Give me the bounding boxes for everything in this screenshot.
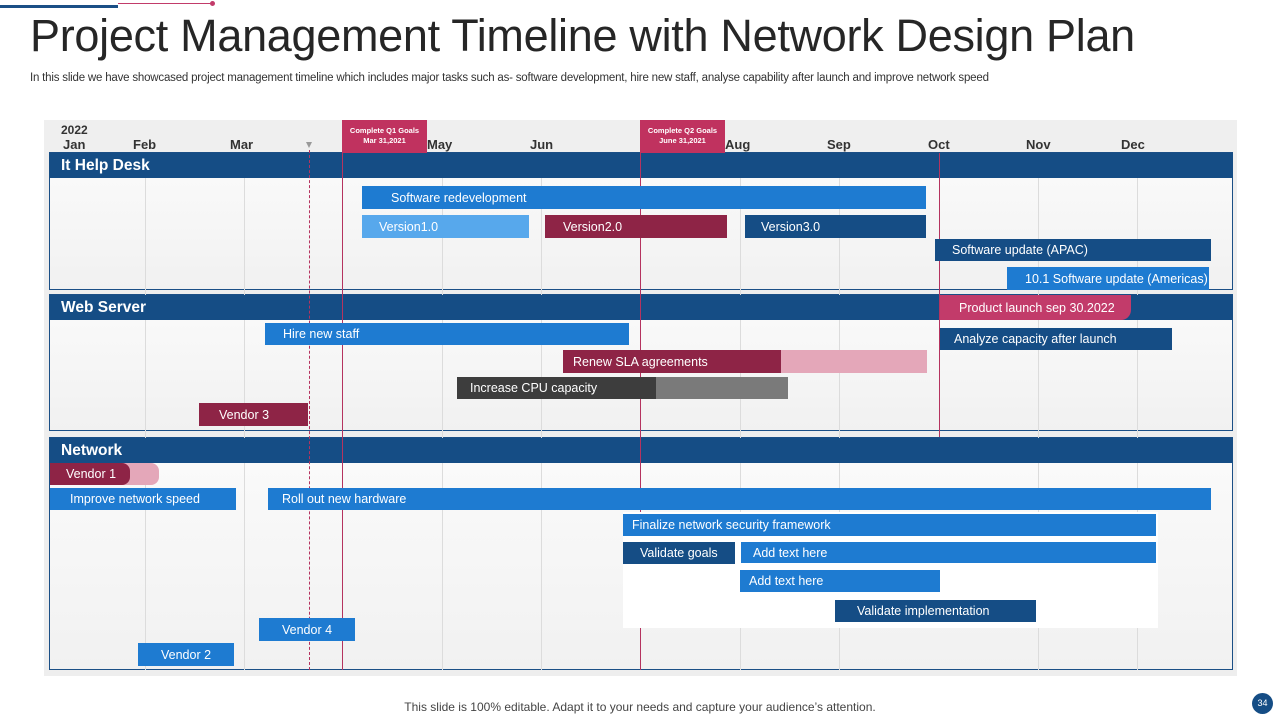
task-bar[interactable]: Validate goals — [623, 542, 735, 564]
month-nov: Nov — [1026, 137, 1051, 152]
task-track-cpu: Increase CPU capacity — [457, 377, 788, 399]
task-bar[interactable]: Software redevelopment — [362, 186, 926, 209]
task-bar[interactable]: Vendor 2 — [138, 643, 234, 666]
month-mar: Mar — [230, 137, 254, 152]
month-feb: Feb — [133, 137, 157, 152]
task-track-renew-sla: Renew SLA agreements — [563, 350, 927, 373]
page-number-badge: 34 — [1252, 693, 1273, 714]
month-dec: Dec — [1121, 137, 1145, 152]
milestone-line-q1 — [342, 153, 343, 670]
launch-milestone-label[interactable]: Product launch sep 30.2022 — [940, 295, 1131, 320]
month-may: May — [427, 137, 453, 152]
task-bar[interactable]: Hire new staff — [265, 323, 629, 345]
section-header-it-help-desk: It Help Desk — [49, 153, 1233, 178]
milestone-q1-title: Complete Q1 Goals — [349, 126, 420, 135]
gridline-jun — [541, 154, 542, 670]
slide-title: Project Management Timeline with Network… — [30, 10, 1135, 61]
gridline-nov — [1038, 154, 1039, 670]
gridline-aug — [740, 154, 741, 670]
task-bar[interactable]: Version3.0 — [745, 215, 926, 238]
task-bar[interactable]: Vendor 4 — [259, 618, 355, 641]
down-triangle-icon — [306, 142, 312, 148]
today-marker-line — [309, 150, 310, 670]
task-label[interactable]: Renew SLA agreements — [573, 354, 708, 369]
accent-bar — [0, 5, 118, 8]
month-aug: Aug — [725, 137, 751, 152]
section-header-network: Network — [49, 438, 1233, 463]
milestone-flag-q2: Complete Q2 Goals June 31,2021 — [640, 120, 725, 153]
task-bar[interactable]: Finalize network security framework — [623, 514, 1156, 536]
month-sep: Sep — [827, 137, 851, 152]
task-bar[interactable]: Validate implementation — [835, 600, 1036, 622]
task-progress-fill — [563, 350, 782, 373]
task-bar[interactable]: Version1.0 — [362, 215, 529, 238]
task-bar[interactable]: Software update (APAC) — [935, 239, 1211, 261]
accent-line — [118, 3, 212, 4]
milestone-q2-title: Complete Q2 Goals — [647, 126, 718, 135]
task-bar[interactable]: Roll out new hardware — [268, 488, 1211, 510]
footer-note: This slide is 100% editable. Adapt it to… — [404, 700, 876, 714]
milestone-q2-date: June 31,2021 — [659, 136, 706, 145]
task-progress-fill — [50, 463, 130, 485]
milestone-line-q2 — [640, 153, 641, 670]
task-bar[interactable]: Add text here — [740, 570, 940, 592]
task-label[interactable]: Vendor 1 — [66, 467, 117, 481]
task-bar[interactable]: Vendor 3 — [199, 403, 308, 426]
task-bar[interactable]: Analyze capacity after launch — [940, 328, 1172, 350]
gridline-dec — [1137, 154, 1138, 670]
milestone-flag-q1: Complete Q1 Goals Mar 31,2021 — [342, 120, 427, 153]
month-oct: Oct — [928, 137, 950, 152]
milestone-line-launch — [939, 153, 940, 437]
task-bar[interactable]: Version2.0 — [545, 215, 727, 238]
gridline-may — [442, 154, 443, 670]
task-track-vendor-1: Vendor 1 — [50, 463, 159, 485]
gridline-sep — [839, 154, 840, 670]
task-label[interactable]: Increase CPU capacity — [470, 381, 598, 395]
slide-subtitle: In this slide we have showcased project … — [30, 72, 989, 84]
task-bar[interactable]: 10.1 Software update (Americas) — [1007, 267, 1209, 290]
accent-dot — [210, 1, 215, 6]
task-progress-fill — [457, 377, 656, 399]
year-label: 2022 — [61, 123, 88, 137]
milestone-q1-date: Mar 31,2021 — [363, 136, 406, 145]
gridline-feb — [145, 154, 146, 670]
month-jun: Jun — [530, 137, 554, 152]
task-bar[interactable]: Add text here — [741, 542, 1156, 563]
task-bar[interactable]: Improve network speed — [50, 488, 236, 510]
month-jan: Jan — [63, 137, 86, 152]
